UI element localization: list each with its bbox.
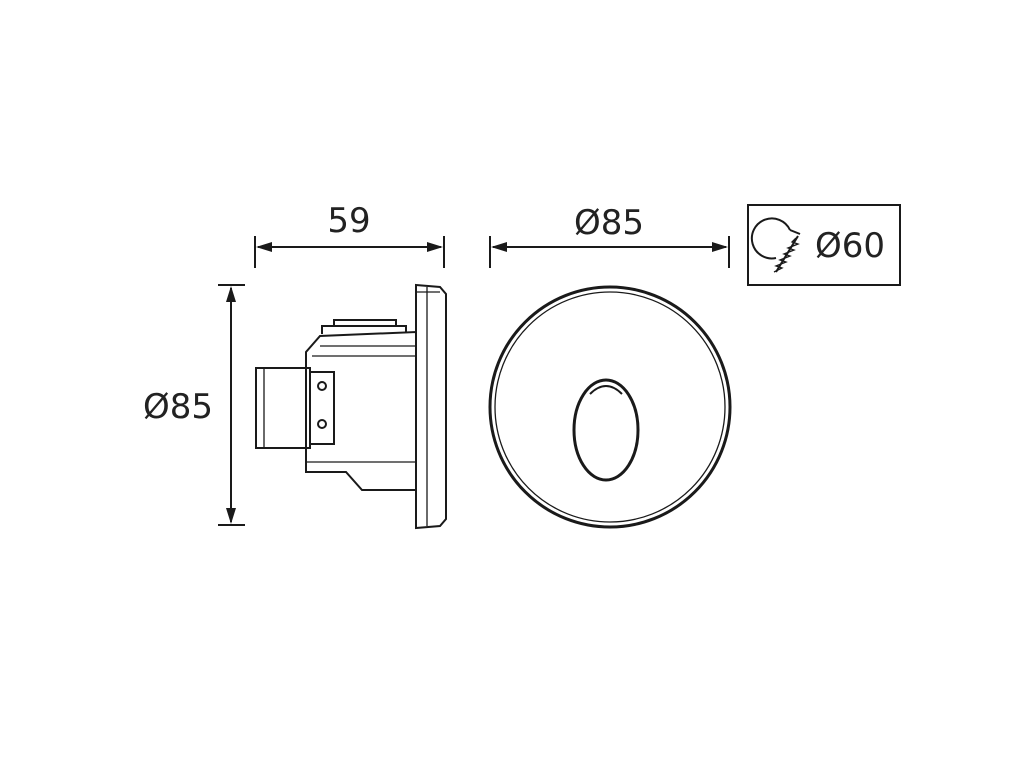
front-inner-ring: [494, 291, 726, 523]
dim-depth: [254, 236, 445, 268]
side-view: [255, 283, 447, 530]
terminal-screw-bottom: [317, 419, 327, 429]
front-view: [488, 285, 732, 529]
front-outer-ring: [488, 285, 732, 529]
side-terminal-block: [309, 371, 335, 445]
light-aperture: [572, 378, 640, 482]
housing-ribs: [321, 319, 407, 334]
cutout-box-frame: [747, 204, 901, 286]
dim-cutout-label: Ø60: [815, 226, 885, 266]
dim-depth-label: 59: [327, 201, 370, 241]
cutout-box: [747, 204, 901, 286]
light-aperture-hood: [589, 385, 623, 395]
dim-front-diameter-label: Ø85: [574, 203, 644, 243]
terminal-screw-top: [317, 381, 327, 391]
dim-side-height: [218, 284, 245, 526]
side-housing: [305, 330, 417, 491]
side-flange: [415, 283, 447, 530]
dim-front-diameter: [489, 236, 730, 268]
dim-side-height-label: Ø85: [143, 387, 213, 427]
hole-saw-icon: [750, 217, 801, 273]
